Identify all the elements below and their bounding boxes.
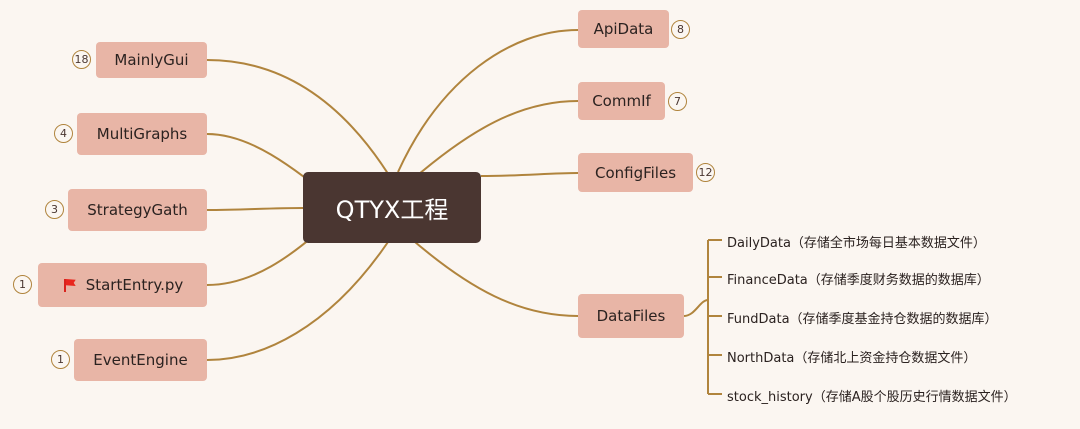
leaf-stockhistory[interactable]: stock_history（存储A股个股历史行情数据文件） xyxy=(727,390,1017,405)
link-apidata xyxy=(397,29,579,173)
node-startentry[interactable]: StartEntry.py xyxy=(38,263,207,307)
apidata-badge: 8 xyxy=(671,20,690,39)
node-multigraphs[interactable]: MultiGraphs xyxy=(77,113,207,155)
link-datafiles-bracket xyxy=(683,240,709,394)
node-label: StartEntry.py xyxy=(85,276,184,294)
node-label: StrategyGath xyxy=(87,201,188,219)
node-label: EventEngine xyxy=(93,351,188,369)
node-label: ConfigFiles xyxy=(594,163,677,182)
node-mainlygui[interactable]: MainlyGui xyxy=(96,42,207,78)
node-datafiles[interactable]: DataFiles xyxy=(578,294,684,338)
strategygath-badge: 3 xyxy=(45,200,64,219)
link-datafiles xyxy=(407,235,579,317)
node-label: MultiGraphs xyxy=(96,125,188,143)
mainlygui-badge: 18 xyxy=(72,50,91,69)
link-strategygath xyxy=(206,207,304,211)
node-label: MainlyGui xyxy=(114,51,189,69)
node-configfiles[interactable]: ConfigFiles xyxy=(578,153,693,192)
eventengine-badge: 1 xyxy=(51,350,70,369)
node-label: ApiData xyxy=(593,20,654,38)
node-apidata[interactable]: ApiData xyxy=(578,10,669,48)
link-eventengine xyxy=(206,235,393,361)
leaf-financedata[interactable]: FinanceData（存储季度财务数据的数据库） xyxy=(727,273,990,288)
leaf-northdata[interactable]: NorthData（存储北上资金持仓数据文件） xyxy=(727,351,977,366)
node-label: DataFiles xyxy=(596,307,666,325)
startentry-badge: 1 xyxy=(13,275,32,294)
leaf-funddata[interactable]: FundData（存储季度基金持仓数据的数据库） xyxy=(727,312,998,327)
leaf-dailydata[interactable]: DailyData（存储全市场每日基本数据文件） xyxy=(727,236,986,251)
root-label: QTYX工程 xyxy=(335,196,449,224)
link-mainlygui xyxy=(206,59,393,181)
multigraphs-badge: 4 xyxy=(54,124,73,143)
link-commif xyxy=(411,100,579,181)
node-label: CommIf xyxy=(592,92,651,110)
node-commif[interactable]: CommIf xyxy=(578,82,665,120)
node-eventengine[interactable]: EventEngine xyxy=(74,339,207,381)
flag-icon xyxy=(62,278,76,292)
link-configfiles xyxy=(480,172,579,177)
node-strategygath[interactable]: StrategyGath xyxy=(68,189,207,231)
configfiles-badge: 12 xyxy=(696,163,715,182)
root-node[interactable]: QTYX工程 xyxy=(303,172,481,243)
commif-badge: 7 xyxy=(668,92,687,111)
